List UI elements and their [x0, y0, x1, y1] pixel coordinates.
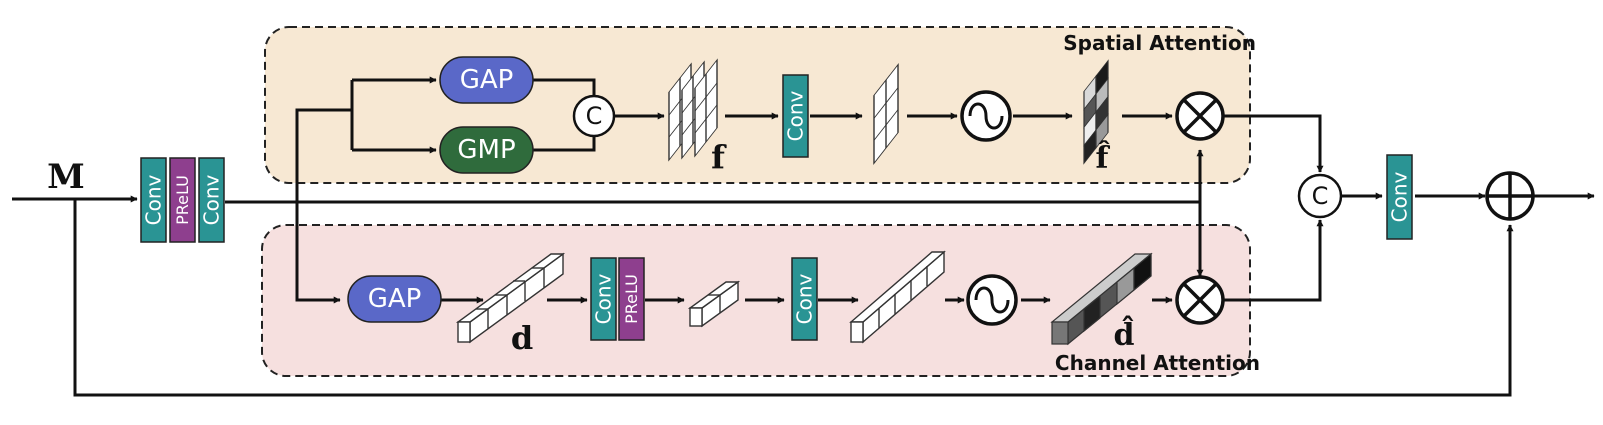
svg-text:C: C [586, 102, 603, 130]
front-conv-2-label: Conv [200, 174, 224, 225]
spatial-attention-title: Spatial Attention [1063, 31, 1256, 55]
channel-conv-1-label: Conv [592, 273, 616, 324]
spatial-map-after-conv [873, 63, 899, 165]
connection-lines [12, 76, 1595, 397]
channel-feature-label-d: d [511, 319, 533, 357]
channel-attention-vector-d-hat [1050, 252, 1153, 346]
channel-conv-node: Conv [791, 257, 818, 341]
svg-text:Conv: Conv [1388, 171, 1412, 222]
svg-text:Conv: Conv [793, 273, 817, 324]
channel-reduced-vector [687, 280, 741, 328]
channel-feature-label-d-hat: d̂ [1114, 316, 1135, 353]
svg-text:Conv: Conv [784, 90, 808, 141]
spatial-sigmoid-icon [960, 90, 1012, 142]
channel-vector-d [455, 252, 566, 344]
front-conv-1-label: Conv [142, 174, 166, 225]
branch-to-channel [295, 202, 341, 304]
spatial-conv-node: Conv [782, 74, 809, 158]
channel-vector-expanded [849, 250, 946, 344]
spatial-feature-label-f-hat: f̂ [1096, 141, 1111, 176]
spatial-feature-label-f: f [711, 138, 727, 176]
channel-attention-title: Channel Attention [1055, 351, 1260, 375]
channel-conv-prelu-stack: Conv PReLU [590, 257, 645, 341]
spatial-feature-maps-f [668, 58, 718, 162]
front-conv-stack: Conv PReLU Conv [140, 157, 225, 243]
channel-prelu-label: PReLU [622, 274, 641, 324]
spatial-gap-node: GAP [439, 56, 534, 104]
residual-skip-line [73, 199, 1514, 397]
spatial-attention-map-f-hat [1083, 59, 1109, 165]
fusion-conv-node: Conv [1386, 154, 1413, 240]
input-label-m: M [47, 157, 85, 197]
channel-gap-node: GAP [347, 275, 442, 323]
residual-add-icon [1485, 171, 1535, 221]
front-prelu-label: PReLU [173, 175, 192, 225]
svg-text:C: C [1312, 182, 1329, 210]
spatial-gmp-node: GMP [439, 126, 534, 174]
fusion-concat-node: C [1297, 173, 1343, 219]
spatial-multiply-icon [1175, 91, 1225, 141]
svg-text:GAP: GAP [460, 65, 514, 95]
spatial-concat-node: C [572, 94, 616, 138]
channel-multiply-icon [1175, 275, 1225, 325]
channel-sigmoid-icon [966, 274, 1018, 326]
svg-text:GAP: GAP [368, 284, 422, 314]
svg-text:GMP: GMP [457, 135, 515, 165]
branch-to-spatial [295, 108, 352, 202]
